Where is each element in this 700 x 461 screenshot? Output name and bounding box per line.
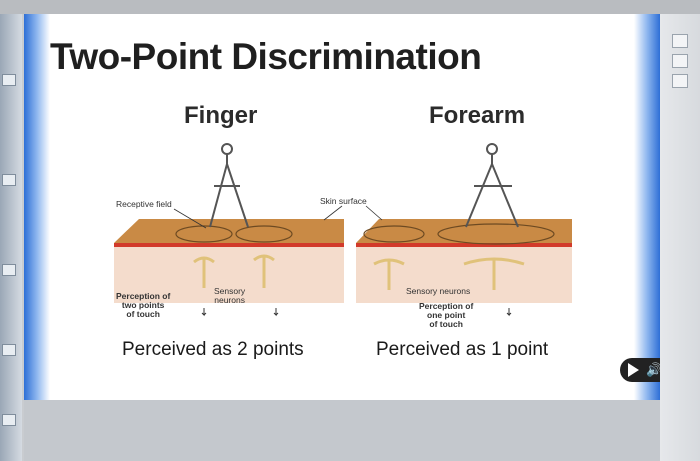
thumbnail-marker[interactable] [2, 174, 16, 186]
forearm-heading: Forearm [429, 102, 526, 129]
two-point-diagram [114, 143, 572, 317]
media-player-control[interactable]: 🔊 [620, 358, 660, 382]
slide-title: Two-Point Discrimination [50, 36, 482, 77]
volume-icon[interactable]: 🔊 [646, 362, 660, 377]
forearm-perception-label: Perception of one point of touch [419, 301, 474, 329]
forearm-caliper-icon [465, 143, 519, 228]
panel-button[interactable] [672, 54, 688, 68]
presentation-slide: Two-Point Discrimination Finger Forearm [24, 14, 660, 400]
thumbnail-marker[interactable] [2, 414, 16, 426]
panel-button[interactable] [672, 34, 688, 48]
slide-left-accent [24, 14, 50, 400]
slide-bottom-band [24, 400, 660, 461]
side-panel [660, 14, 700, 461]
finger-heading: Finger [184, 102, 258, 129]
finger-sensory-neurons-label: Sensory neurons [214, 286, 246, 305]
monitor-bezel-top [0, 0, 700, 14]
slide-right-accent [634, 14, 660, 400]
forearm-sensory-neurons-label: Sensory neurons [406, 286, 471, 296]
finger-perception-label: Perception of two points of touch [116, 291, 171, 319]
finger-skin-block [114, 219, 344, 303]
finger-caption: Perceived as 2 points [122, 339, 304, 360]
finger-caliper-icon [209, 143, 249, 228]
thumbnail-marker[interactable] [2, 344, 16, 356]
play-icon[interactable] [628, 363, 639, 377]
thumbnail-marker[interactable] [2, 264, 16, 276]
thumbnail-marker[interactable] [2, 74, 16, 86]
receptive-field-label: Receptive field [116, 199, 172, 209]
slide-thumbnail-strip[interactable] [0, 14, 22, 461]
skin-surface-label: Skin surface [320, 196, 367, 206]
panel-button[interactable] [672, 74, 688, 88]
forearm-caption: Perceived as 1 point [376, 339, 549, 360]
